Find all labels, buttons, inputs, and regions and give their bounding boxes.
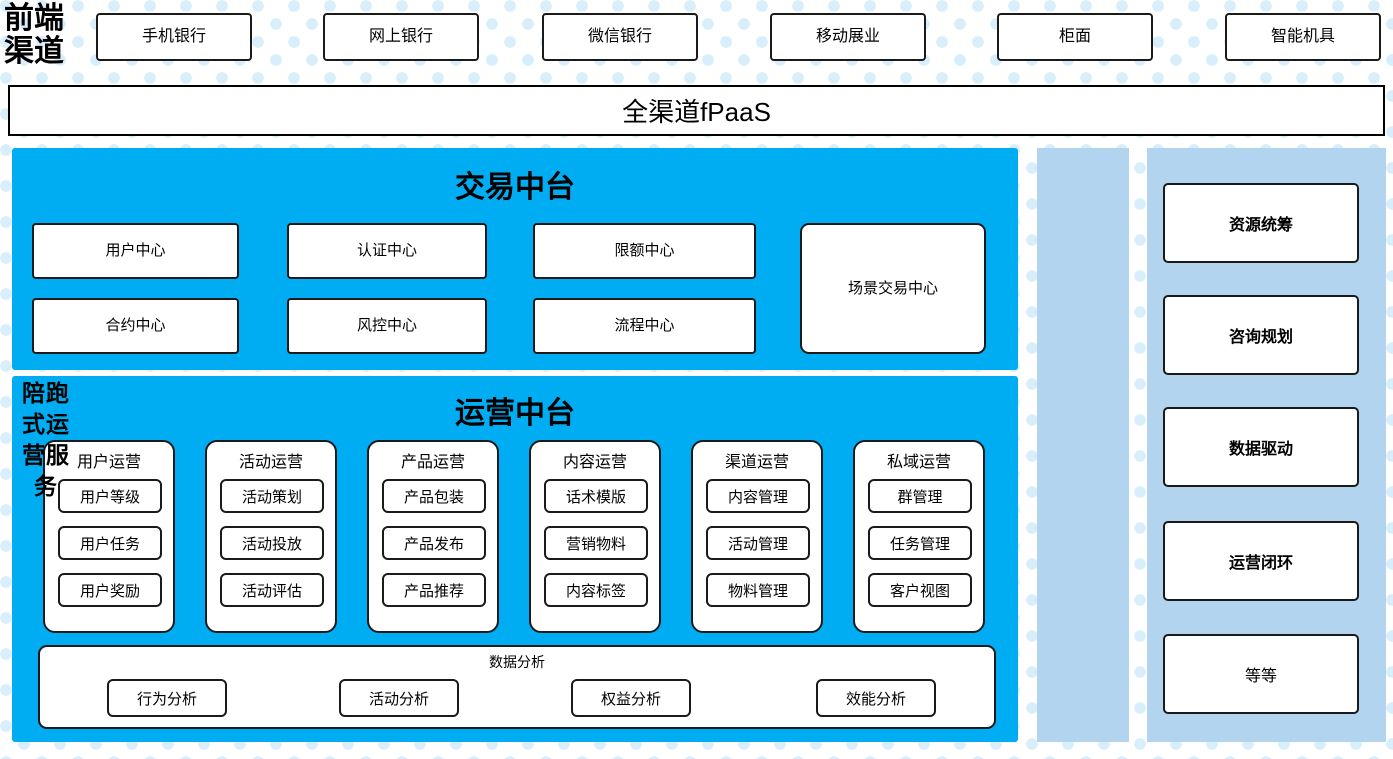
ops-item[interactable]: 内容管理 <box>706 479 810 513</box>
ops-column-product[interactable]: 产品运营 产品包装 产品发布 产品推荐 <box>367 440 499 633</box>
channel-label: 移动展业 <box>815 27 880 45</box>
ops-item[interactable]: 营销物料 <box>544 526 648 560</box>
ops-item[interactable]: 产品发布 <box>382 526 486 560</box>
trade-cell-label: 合约中心 <box>105 317 166 335</box>
ops-column-activity[interactable]: 活动运营 活动策划 活动投放 活动评估 <box>205 440 337 633</box>
capability-item-closed-loop[interactable]: 运营闭环 <box>1163 521 1359 601</box>
trade-cell-auth-center[interactable]: 认证中心 <box>287 223 487 279</box>
channel-box-mobile-bank[interactable]: 手机银行 <box>96 13 252 61</box>
channel-label: 智能机具 <box>1270 27 1335 45</box>
ops-item[interactable]: 活动投放 <box>220 526 324 560</box>
ops-column-title: 内容运营 <box>562 454 627 471</box>
service-column-label: 陪跑 式运 营服 务 <box>22 380 70 499</box>
ops-item[interactable]: 产品包装 <box>382 479 486 513</box>
trade-cell-risk-center[interactable]: 风控中心 <box>287 298 487 354</box>
channel-label: 网上银行 <box>368 27 433 45</box>
analysis-label: 活动分析 <box>368 690 429 708</box>
ops-item[interactable]: 内容标签 <box>544 573 648 607</box>
omnichannel-fpaas-bar[interactable]: 全渠道fPaaS <box>8 85 1385 136</box>
channel-label: 柜面 <box>1058 27 1091 45</box>
analysis-item-efficiency[interactable]: 效能分析 <box>816 679 936 717</box>
ops-item[interactable]: 客户视图 <box>868 573 972 607</box>
ops-item[interactable]: 用户奖励 <box>58 573 162 607</box>
trade-cell-contract-center[interactable]: 合约中心 <box>32 298 239 354</box>
ops-item[interactable]: 用户任务 <box>58 526 162 560</box>
channel-box-mobile-business[interactable]: 移动展业 <box>770 13 926 61</box>
trade-cell-user-center[interactable]: 用户中心 <box>32 223 239 279</box>
data-analysis-title: 数据分析 <box>489 654 545 670</box>
capability-item-consulting[interactable]: 咨询规划 <box>1163 295 1359 375</box>
ops-item[interactable]: 话术模版 <box>544 479 648 513</box>
ops-center-title: 运营中台 <box>455 397 575 430</box>
fpaas-label: 全渠道fPaaS <box>622 97 771 127</box>
analysis-label: 权益分析 <box>600 690 661 708</box>
trade-center-title: 交易中台 <box>455 171 575 204</box>
trade-cell-limit-center[interactable]: 限额中心 <box>533 223 756 279</box>
ops-column-private-domain[interactable]: 私域运营 群管理 任务管理 客户视图 <box>853 440 985 633</box>
capability-item-data-driven[interactable]: 数据驱动 <box>1163 407 1359 487</box>
trade-cell-label: 流程中心 <box>614 317 675 335</box>
ops-item[interactable]: 群管理 <box>868 479 972 513</box>
ops-item[interactable]: 活动策划 <box>220 479 324 513</box>
capability-label: 等等 <box>1244 668 1277 685</box>
data-analysis-strip: 数据分析 行为分析 活动分析 权益分析 效能分析 <box>38 645 996 729</box>
ops-item[interactable]: 任务管理 <box>868 526 972 560</box>
front-channel-label: 前端 渠道 <box>4 2 64 68</box>
trade-cell-process-center[interactable]: 流程中心 <box>533 298 756 354</box>
ops-column-title: 活动运营 <box>238 454 303 471</box>
capability-label: 资源统筹 <box>1228 217 1293 234</box>
channel-box-wechat-bank[interactable]: 微信银行 <box>542 13 698 61</box>
channel-label: 手机银行 <box>141 27 206 45</box>
trade-cell-label: 场景交易中心 <box>847 279 938 297</box>
capability-label: 运营闭环 <box>1228 555 1293 572</box>
channel-box-smart-machine[interactable]: 智能机具 <box>1225 13 1381 61</box>
trade-cell-label: 用户中心 <box>105 242 166 260</box>
capability-item-resource[interactable]: 资源统筹 <box>1163 183 1359 263</box>
ops-column-title: 渠道运营 <box>724 454 789 471</box>
trade-cell-label: 风控中心 <box>356 317 417 335</box>
analysis-label: 效能分析 <box>845 690 906 708</box>
trade-cell-scenario-trade-center[interactable]: 场景交易中心 <box>800 223 986 354</box>
channel-box-counter[interactable]: 柜面 <box>997 13 1153 61</box>
ops-item[interactable]: 物料管理 <box>706 573 810 607</box>
analysis-item-activity[interactable]: 活动分析 <box>339 679 459 717</box>
ops-item[interactable]: 产品推荐 <box>382 573 486 607</box>
ops-column-channel[interactable]: 渠道运营 内容管理 活动管理 物料管理 <box>691 440 823 633</box>
ops-column-title: 产品运营 <box>400 454 465 471</box>
capability-label: 咨询规划 <box>1228 329 1293 346</box>
channel-box-internet-bank[interactable]: 网上银行 <box>323 13 479 61</box>
trade-cell-label: 限额中心 <box>614 242 675 260</box>
ops-item[interactable]: 活动评估 <box>220 573 324 607</box>
analysis-label: 行为分析 <box>136 690 197 708</box>
service-column-panel <box>1037 148 1129 742</box>
analysis-item-behavior[interactable]: 行为分析 <box>107 679 227 717</box>
capability-item-etc[interactable]: 等等 <box>1163 634 1359 714</box>
capability-label: 数据驱动 <box>1228 441 1293 458</box>
channel-label: 微信银行 <box>587 27 652 45</box>
ops-column-content[interactable]: 内容运营 话术模版 营销物料 内容标签 <box>529 440 661 633</box>
trade-cell-label: 认证中心 <box>356 242 417 260</box>
ops-item[interactable]: 活动管理 <box>706 526 810 560</box>
ops-column-title: 私域运营 <box>886 454 951 471</box>
analysis-item-rights[interactable]: 权益分析 <box>571 679 691 717</box>
